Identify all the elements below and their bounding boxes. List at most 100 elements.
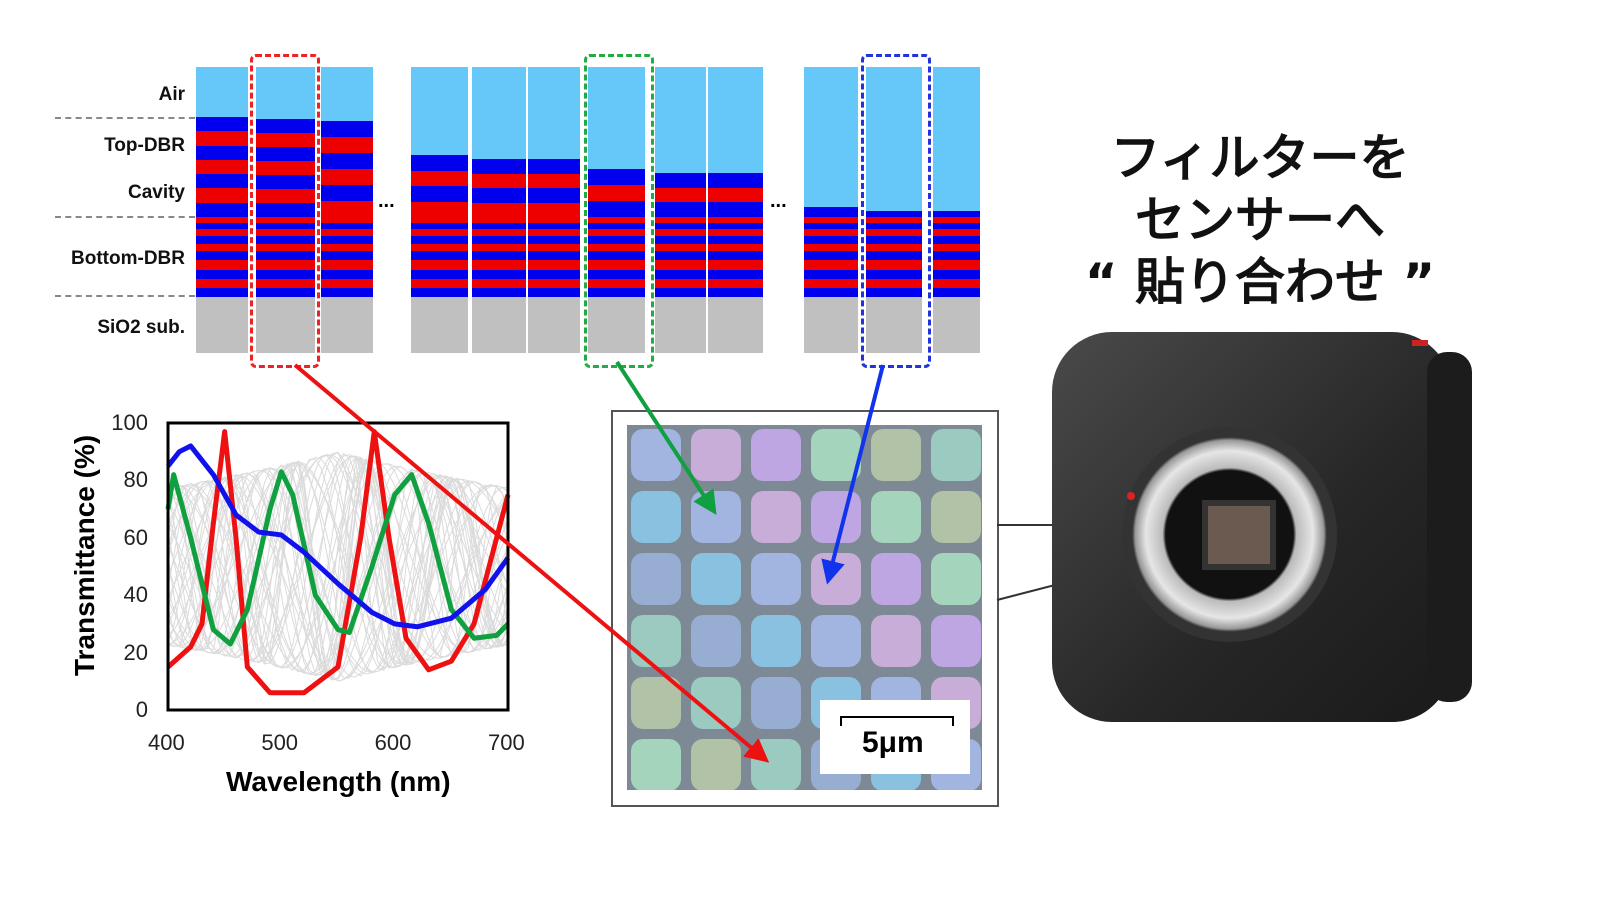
y-tick-label: 40 bbox=[123, 582, 148, 608]
layer bbox=[528, 217, 580, 224]
connector-line bbox=[996, 584, 1056, 601]
filter-pixel bbox=[871, 553, 921, 605]
background-spectrum bbox=[167, 463, 509, 668]
image-sensor bbox=[1202, 500, 1276, 570]
layer bbox=[411, 170, 468, 186]
layer bbox=[472, 202, 526, 217]
layer bbox=[866, 223, 922, 230]
layer bbox=[472, 188, 526, 203]
layer bbox=[256, 161, 315, 175]
layer bbox=[256, 278, 315, 288]
layer bbox=[196, 188, 248, 203]
filter-pixel bbox=[811, 615, 861, 667]
mount-dot-icon bbox=[1127, 492, 1135, 500]
layer bbox=[321, 223, 373, 230]
layer bbox=[655, 229, 706, 237]
layer bbox=[708, 223, 763, 230]
layer bbox=[708, 243, 763, 252]
x-axis-label: Wavelength (nm) bbox=[226, 766, 451, 797]
layer bbox=[472, 269, 526, 279]
layer bbox=[528, 159, 580, 174]
layer bbox=[321, 121, 373, 137]
layer bbox=[933, 251, 980, 261]
layer bbox=[196, 145, 248, 160]
background-spectrum bbox=[167, 455, 509, 668]
layer bbox=[196, 297, 248, 353]
layer bbox=[804, 251, 858, 261]
layer bbox=[472, 173, 526, 188]
layer bbox=[933, 297, 980, 353]
divider bbox=[55, 295, 195, 297]
layer bbox=[256, 229, 315, 237]
layer bbox=[588, 236, 645, 244]
layer bbox=[256, 203, 315, 217]
layer-stack-column bbox=[472, 67, 526, 353]
filter-pixel bbox=[931, 429, 981, 481]
layer bbox=[588, 169, 645, 185]
layer bbox=[588, 297, 645, 353]
x-tick-label: 700 bbox=[488, 730, 525, 755]
series-blue bbox=[166, 443, 511, 630]
layer bbox=[933, 269, 980, 279]
layer-stack-column bbox=[196, 67, 248, 353]
layer bbox=[321, 169, 373, 185]
layer bbox=[933, 223, 980, 230]
layer bbox=[196, 117, 248, 132]
layer bbox=[256, 175, 315, 189]
layer bbox=[933, 229, 980, 237]
layer bbox=[256, 287, 315, 297]
layer bbox=[196, 243, 248, 252]
layer bbox=[804, 229, 858, 237]
layer bbox=[256, 133, 315, 147]
x-tick-label: 500 bbox=[261, 730, 299, 755]
layer bbox=[321, 229, 373, 237]
layer bbox=[196, 217, 248, 224]
layer bbox=[256, 189, 315, 203]
layer bbox=[708, 187, 763, 203]
layer bbox=[411, 260, 468, 270]
layer bbox=[321, 287, 373, 297]
layer bbox=[933, 217, 980, 224]
filter-pixel bbox=[871, 491, 921, 543]
background-spectrum bbox=[167, 451, 509, 665]
layer bbox=[411, 269, 468, 279]
plot-frame bbox=[166, 421, 510, 712]
layer bbox=[256, 223, 315, 230]
background-spectrum bbox=[167, 458, 509, 674]
layer bbox=[804, 278, 858, 288]
layer bbox=[321, 251, 373, 261]
layer bbox=[528, 269, 580, 279]
layer bbox=[528, 229, 580, 237]
filter-pixel bbox=[631, 677, 681, 729]
layer bbox=[196, 287, 248, 297]
layer bbox=[655, 297, 706, 353]
layer bbox=[804, 243, 858, 252]
filter-pixel bbox=[751, 615, 801, 667]
background-spectrum bbox=[167, 452, 509, 669]
layer-stack-column bbox=[256, 67, 315, 353]
layer bbox=[804, 207, 858, 217]
label-substrate: SiO2 sub. bbox=[97, 317, 185, 338]
layer bbox=[321, 185, 373, 201]
layer bbox=[708, 287, 763, 297]
layer bbox=[655, 202, 706, 217]
record-indicator bbox=[1412, 340, 1428, 346]
layer bbox=[472, 223, 526, 230]
background-spectrum bbox=[167, 454, 509, 663]
y-tick-label: 100 bbox=[111, 410, 148, 435]
y-tick-label: 80 bbox=[123, 467, 148, 493]
background-spectrum bbox=[167, 456, 509, 669]
green-arrow bbox=[615, 360, 717, 516]
layer bbox=[196, 202, 248, 217]
layer bbox=[588, 278, 645, 288]
ellipsis: ... bbox=[770, 190, 787, 212]
layer bbox=[472, 243, 526, 252]
layer-stack-column bbox=[655, 67, 706, 353]
layer bbox=[321, 201, 373, 217]
layer bbox=[528, 243, 580, 252]
layer bbox=[256, 260, 315, 270]
layer bbox=[655, 287, 706, 297]
layer bbox=[528, 297, 580, 353]
background-spectrum bbox=[167, 459, 509, 676]
